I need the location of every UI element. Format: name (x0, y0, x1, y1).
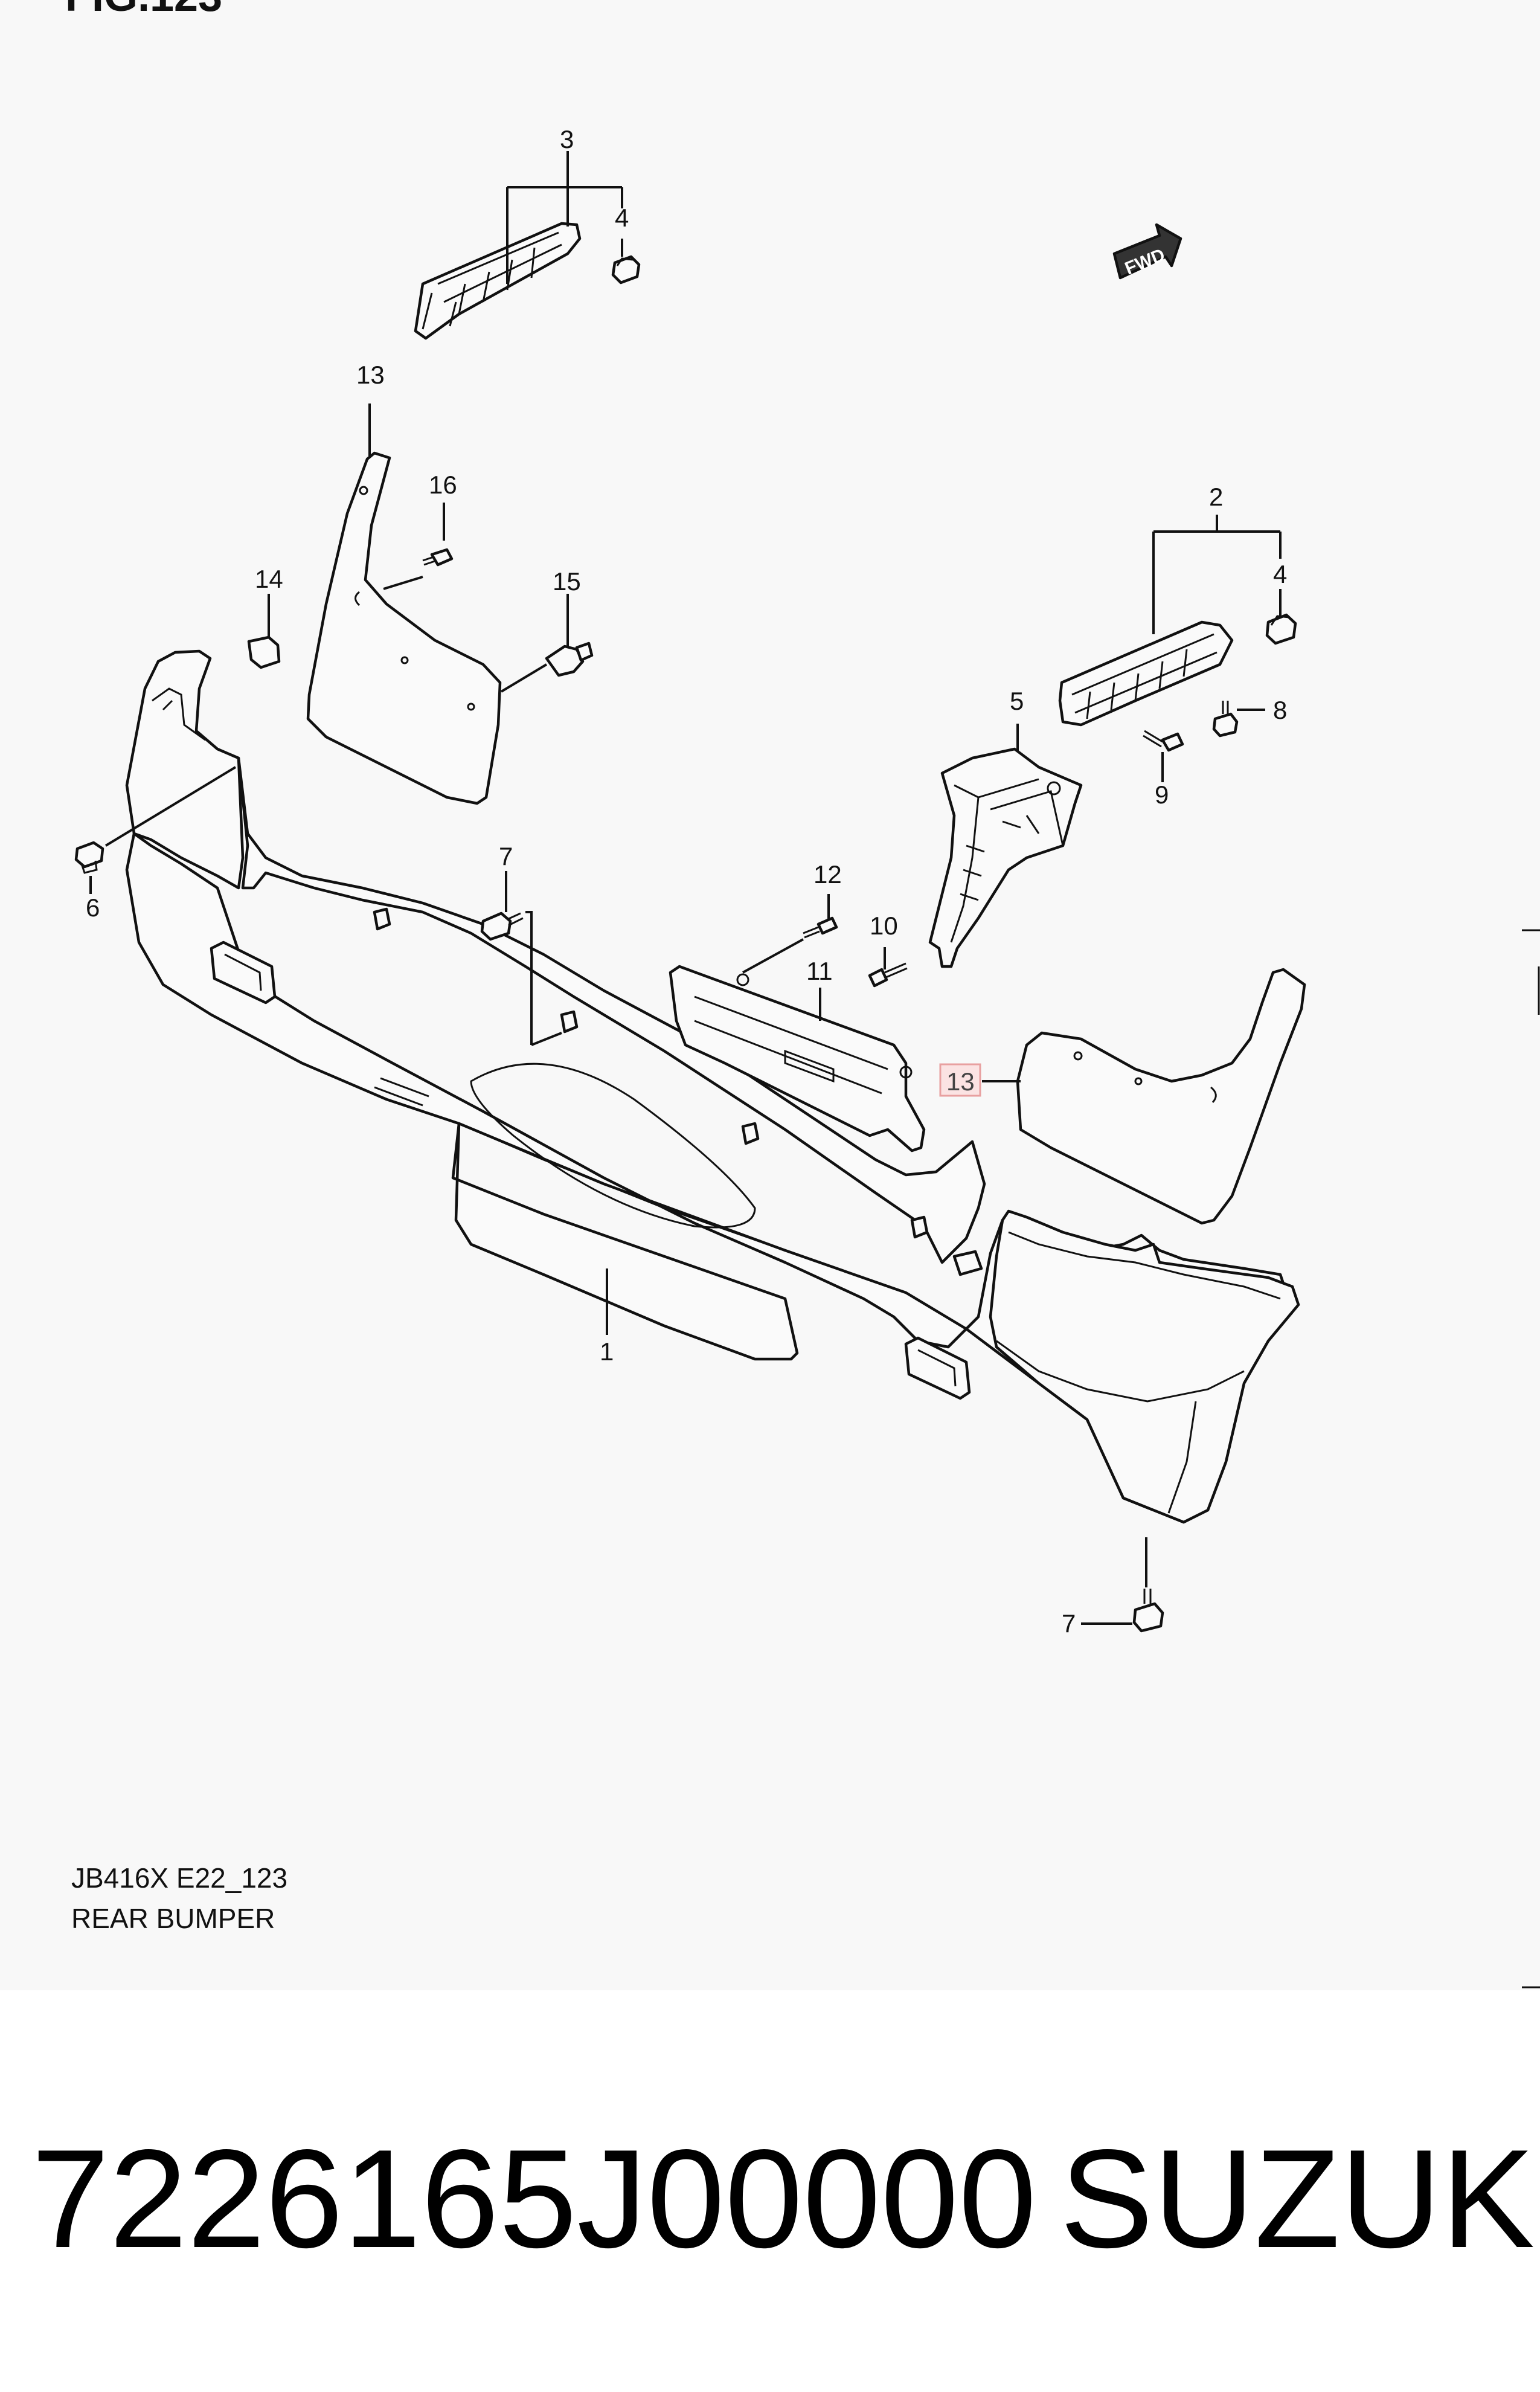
callout-13-left: 13 (356, 361, 385, 389)
leader-lines (89, 151, 1282, 1625)
bolt-7-lower (1132, 1589, 1164, 1633)
callout-1: 1 (600, 1337, 614, 1366)
callout-11: 11 (806, 957, 833, 985)
clip-6 (74, 841, 104, 874)
clip-nut-upper (611, 255, 641, 285)
mud-flap-right-part (1016, 968, 1306, 1225)
clip-nut-right (1265, 613, 1297, 645)
fwd-arrow-icon: FWD (1112, 223, 1182, 280)
callout-7-upper: 7 (499, 842, 513, 870)
side-bracket-5-part (928, 747, 1083, 968)
callout-2: 2 (1209, 483, 1223, 511)
nut-14 (247, 635, 281, 669)
callout-10: 10 (870, 911, 898, 940)
mud-flap-left-part (306, 451, 502, 805)
callout-15: 15 (553, 567, 581, 596)
figure-code: JB416X E22_123 (71, 1862, 287, 1894)
callout-14: 14 (255, 565, 283, 593)
screw-9 (1143, 730, 1184, 752)
rear-bumper-part (125, 649, 1300, 1524)
callout-3: 3 (560, 125, 574, 153)
brand-name: SUZUKI (1060, 2121, 1540, 2277)
figure-title: FIG.123 (65, 0, 222, 21)
callout-13-highlight-box (939, 1063, 981, 1097)
bumper-bracket-left-part (414, 222, 582, 340)
screw-12 (803, 916, 838, 939)
part-number: 7226165J00000 (31, 2121, 1036, 2277)
callout-16: 16 (429, 471, 457, 499)
callout-4-right: 4 (1273, 560, 1287, 588)
callout-7-lower: 7 (1062, 1609, 1076, 1638)
clip-15 (545, 641, 594, 677)
bolt-8 (1212, 701, 1239, 738)
callout-labels: 3 4 13 16 14 15 6 7 12 10 11 5 2 4 8 9 1… (86, 125, 1287, 1638)
callout-5: 5 (1010, 687, 1024, 715)
callout-6: 6 (86, 893, 100, 922)
callout-4-upper: 4 (615, 204, 629, 232)
callout-13-right: 13 (946, 1067, 975, 1096)
callout-8: 8 (1273, 696, 1287, 724)
callout-9: 9 (1155, 780, 1169, 809)
bumper-bracket-right-part (1058, 620, 1234, 727)
bolt-7-upper (480, 911, 524, 941)
screw-16 (422, 548, 454, 567)
callout-12: 12 (813, 860, 842, 889)
figure-name: REAR BUMPER (71, 1903, 275, 1934)
reinforcement-11-part (669, 965, 926, 1153)
screw-10 (868, 962, 908, 988)
